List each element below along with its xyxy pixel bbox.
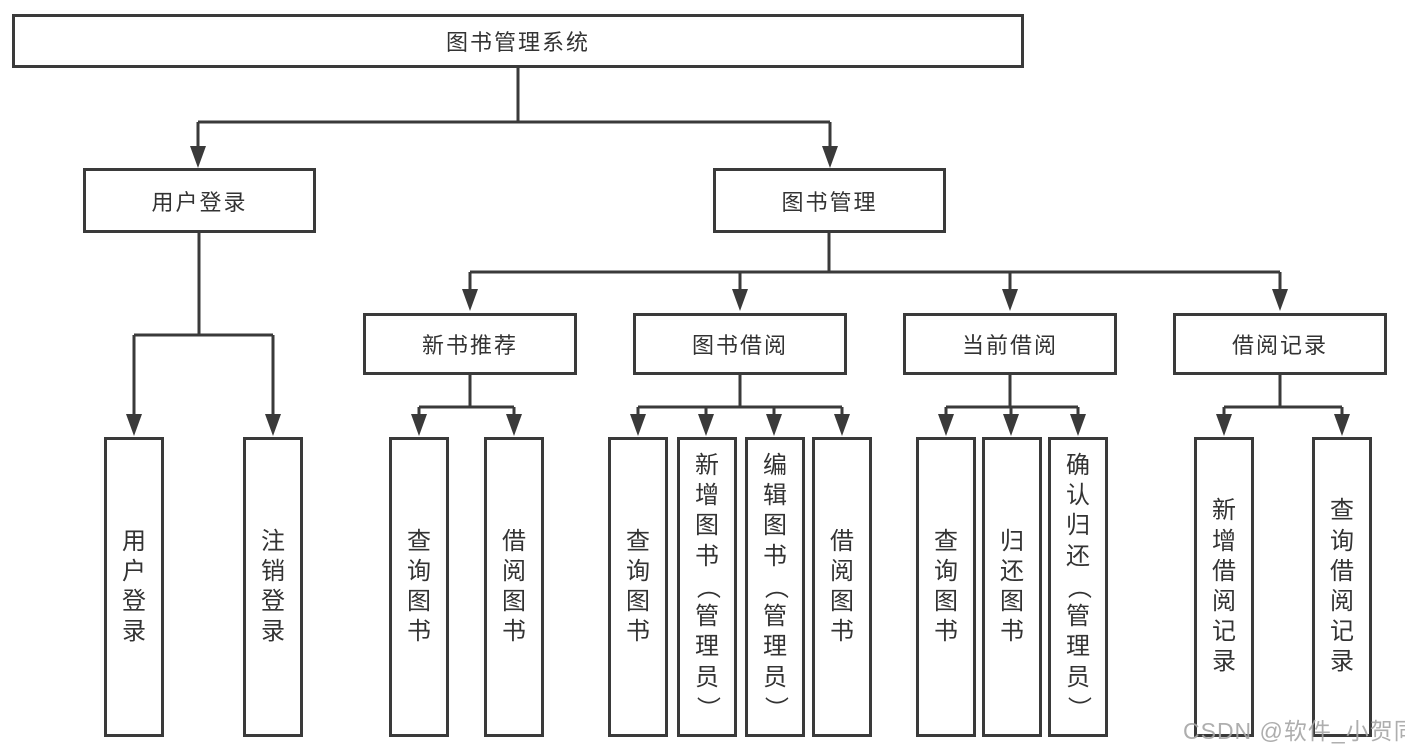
node-user-login: 用户登录 [83, 168, 316, 233]
arrow-heads [126, 146, 1350, 436]
node-label: 新书推荐 [421, 333, 518, 358]
node-label: 图书借阅 [691, 333, 788, 358]
node-book-management: 图书管理 [713, 168, 946, 233]
leaf-label: 查询图书 [626, 527, 650, 646]
leaf-query-books-recommend: 查询图书 [389, 437, 449, 737]
leaf-label: 查询图书 [934, 527, 958, 646]
node-label: 用户登录 [151, 189, 248, 215]
leaf-label: 确认归还（管理员） [1065, 451, 1093, 720]
leaf-query-books-borrowing: 查询图书 [608, 437, 668, 737]
connector-lines [132, 68, 1344, 416]
leaf-label: 查询图书 [407, 527, 431, 646]
node-label: 借阅记录 [1231, 333, 1328, 358]
leaf-label: 借阅图书 [830, 527, 854, 646]
leaf-logout: 注销登录 [243, 437, 303, 737]
leaf-borrow-books-recommend: 借阅图书 [484, 437, 544, 737]
leaf-label: 编辑图书（管理员） [762, 451, 790, 720]
leaf-label: 新增借阅记录 [1212, 497, 1236, 676]
leaf-label: 借阅图书 [502, 527, 526, 646]
leaf-label: 查询借阅记录 [1330, 497, 1354, 676]
node-label: 当前借阅 [961, 333, 1058, 358]
leaf-return-books: 归还图书 [982, 437, 1042, 737]
node-label: 图书管理系统 [445, 30, 590, 55]
leaf-query-books-current: 查询图书 [916, 437, 976, 737]
leaf-label: 注销登录 [261, 527, 285, 646]
node-label: 图书管理 [781, 189, 878, 215]
leaf-add-books-admin: 新增图书（管理员） [677, 437, 737, 737]
leaf-add-borrow-record: 新增借阅记录 [1194, 437, 1254, 737]
leaf-label: 用户登录 [122, 527, 146, 646]
node-borrowing-records: 借阅记录 [1173, 313, 1387, 375]
node-library-management-system: 图书管理系统 [12, 14, 1024, 68]
csdn-watermark: CSDN @软件_小贺同学 [1183, 718, 1405, 744]
leaf-query-borrow-record: 查询借阅记录 [1312, 437, 1372, 737]
node-book-borrowing: 图书借阅 [633, 313, 847, 375]
leaf-user-login: 用户登录 [104, 437, 164, 737]
leaf-borrow-books: 借阅图书 [812, 437, 872, 737]
node-new-book-recommendation: 新书推荐 [363, 313, 577, 375]
leaf-edit-books-admin: 编辑图书（管理员） [745, 437, 805, 737]
leaf-label: 归还图书 [1000, 527, 1024, 646]
node-current-borrowing: 当前借阅 [903, 313, 1117, 375]
leaf-confirm-return-admin: 确认归还（管理员） [1048, 437, 1108, 737]
leaf-label: 新增图书（管理员） [694, 451, 722, 720]
